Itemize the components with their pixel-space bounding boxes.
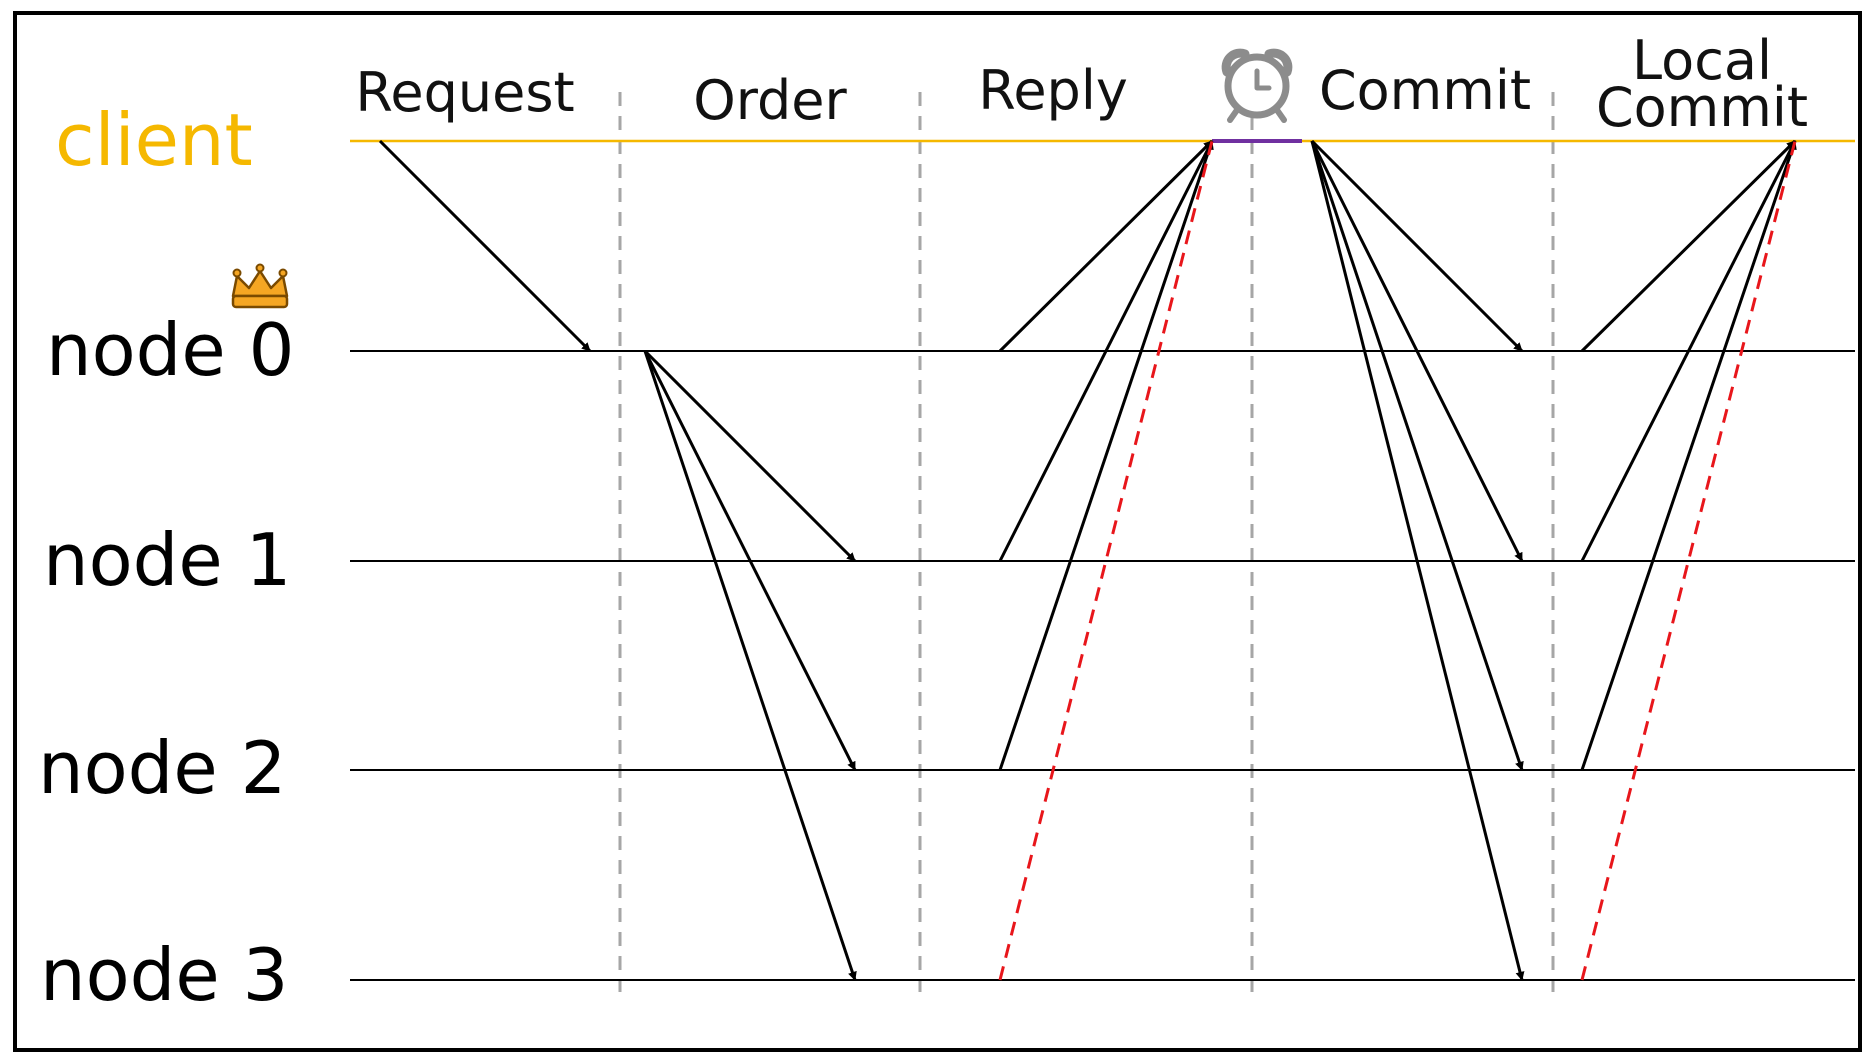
participant-label-node0: node 0 — [46, 308, 294, 392]
phase-label-local-commit-line2: Commit — [1596, 76, 1808, 139]
participant-label-node2: node 2 — [38, 726, 286, 810]
participant-label-node3: node 3 — [40, 933, 288, 1017]
participant-label-node1: node 1 — [43, 518, 291, 602]
message-order-node0-to-node1 — [643, 349, 857, 563]
participant-lanes — [350, 139, 1855, 981]
message-reply-node2-to-client — [998, 140, 1214, 771]
message-commit-client-to-node1 — [1310, 140, 1524, 562]
message-reply-node0-to-client — [998, 139, 1214, 353]
phase-label-commit: Commit — [1319, 59, 1531, 122]
message-arrows — [378, 139, 1797, 981]
message-order-node0-to-node2 — [643, 350, 857, 771]
message-commit-client-to-node2 — [1310, 140, 1524, 771]
message-commit-client-to-node0 — [1310, 139, 1524, 353]
crown-icon — [231, 263, 289, 309]
message-order-node0-to-node3 — [643, 350, 857, 981]
participant-label-client: client — [55, 98, 253, 182]
phase-dividers — [618, 92, 1555, 992]
phase-label-order: Order — [693, 69, 847, 132]
message-commit-client-to-node3 — [1310, 140, 1525, 981]
alarm-clock-icon — [1221, 48, 1293, 123]
message-reply-node1-to-client — [998, 140, 1214, 562]
message-local-commit-node3-to-client — [1580, 140, 1797, 981]
message-request-client-to-node0 — [378, 139, 592, 353]
participant-labels: client node 0 node 1 node 2 node 3 — [38, 98, 294, 1017]
phase-label-request: Request — [355, 61, 574, 124]
phase-labels: Request Order Reply Commit Local Commit — [355, 29, 1808, 139]
phase-label-local-commit-line1: Local — [1632, 29, 1772, 92]
message-local-commit-node2-to-client — [1580, 140, 1797, 771]
message-reply-node3-to-client — [998, 140, 1214, 981]
message-local-commit-node0-to-client — [1580, 139, 1797, 353]
message-local-commit-node1-to-client — [1580, 140, 1797, 562]
diagram-border — [13, 11, 1862, 1052]
phase-label-reply: Reply — [978, 59, 1128, 122]
